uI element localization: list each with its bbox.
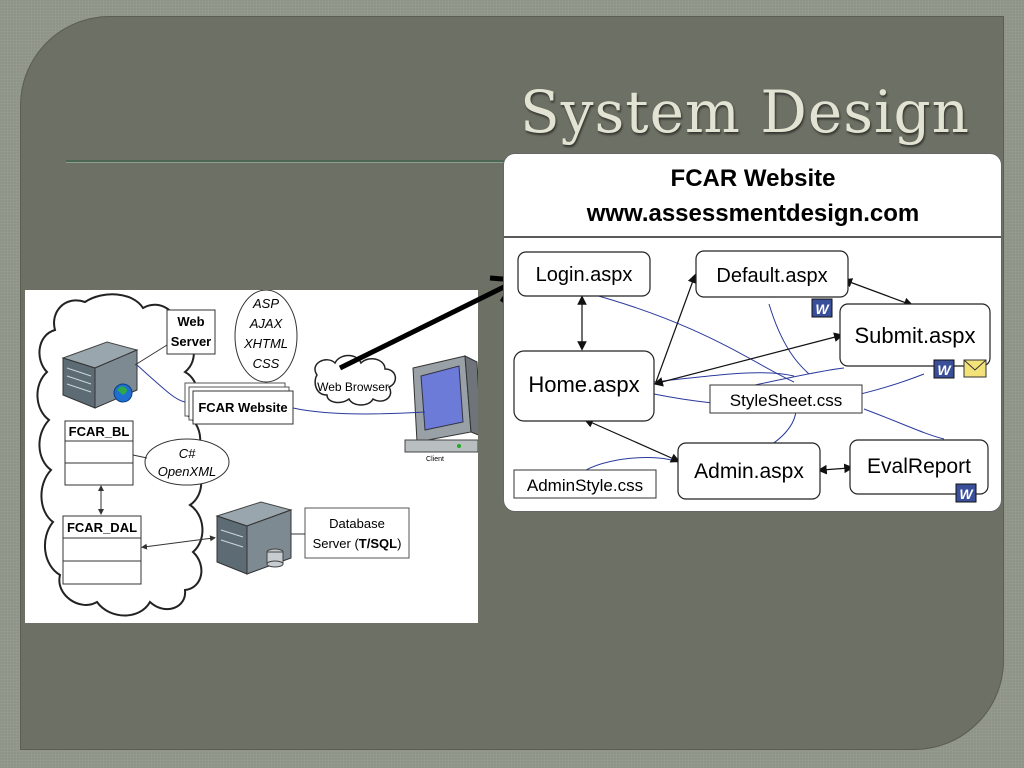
db-label-box — [304, 507, 410, 559]
node-adminstyle — [513, 469, 657, 499]
node-home — [513, 350, 655, 422]
node-evalreport-label: EvalReport — [867, 455, 971, 478]
node-login — [517, 251, 651, 297]
web-browser-label: Web Browser — [317, 380, 389, 394]
node-admin — [677, 442, 821, 500]
svg-text:W: W — [959, 486, 974, 502]
tech-ajax: AJAX — [249, 316, 284, 331]
dal-label: FCAR_DAL — [67, 520, 137, 535]
bl-label: FCAR_BL — [69, 424, 130, 439]
connector-arrow — [338, 275, 521, 371]
site-header-1: FCAR Website — [671, 165, 836, 192]
bl-tech-ellipse — [144, 438, 230, 486]
node-evalreport — [849, 439, 989, 495]
bl-tech-csharp: C# — [179, 446, 196, 461]
bl-tech-openxml: OpenXML — [158, 464, 217, 479]
tech-xhtml: XHTML — [243, 336, 288, 351]
tech-asp: ASP — [252, 296, 279, 311]
web-browser-cloud — [314, 354, 397, 406]
tech-stack-ellipse — [234, 290, 298, 383]
client-computer-icon — [404, 355, 478, 453]
client-label: Client — [426, 456, 444, 463]
site-header-2: www.assessmentdesign.com — [586, 200, 920, 227]
web-server-label-1: Web — [177, 314, 204, 329]
submit-mail-icon — [963, 359, 987, 378]
node-stylesheet-label: StyleSheet.css — [730, 391, 842, 410]
architecture-diagram: Web Server ASP AJAX XHTML CSS FCAR Websi… — [25, 290, 478, 623]
node-submit — [839, 303, 991, 367]
site-map-diagram: FCAR Website www.assessmentdesign.com — [503, 153, 1002, 512]
node-adminstyle-label: AdminStyle.css — [527, 476, 643, 495]
fcar-website-label: FCAR Website — [198, 400, 287, 415]
svg-text:W: W — [937, 362, 952, 378]
database-server-icon — [215, 501, 293, 575]
node-submit-label: Submit.aspx — [854, 323, 975, 348]
node-stylesheet — [709, 384, 863, 414]
node-home-label: Home.aspx — [528, 372, 639, 397]
node-admin-label: Admin.aspx — [694, 460, 804, 483]
db-label-1: Database — [329, 516, 385, 531]
evalreport-word-icon: W — [955, 483, 977, 503]
node-login-label: Login.aspx — [536, 264, 633, 286]
bl-component — [64, 420, 134, 486]
svg-text:W: W — [815, 301, 830, 317]
tech-css: CSS — [253, 356, 280, 371]
db-label-2: Server (T/SQL) — [313, 536, 402, 551]
dal-component — [62, 515, 142, 585]
fcar-website-box — [192, 390, 294, 425]
web-server-icon — [61, 341, 139, 409]
slide-title: System Design — [520, 78, 970, 146]
web-server-label-2: Server — [171, 334, 211, 349]
node-default — [695, 250, 849, 298]
node-default-label: Default.aspx — [716, 265, 827, 287]
default-word-icon: W — [811, 298, 833, 318]
title-underline — [66, 160, 506, 162]
submit-word-icon: W — [933, 359, 955, 379]
